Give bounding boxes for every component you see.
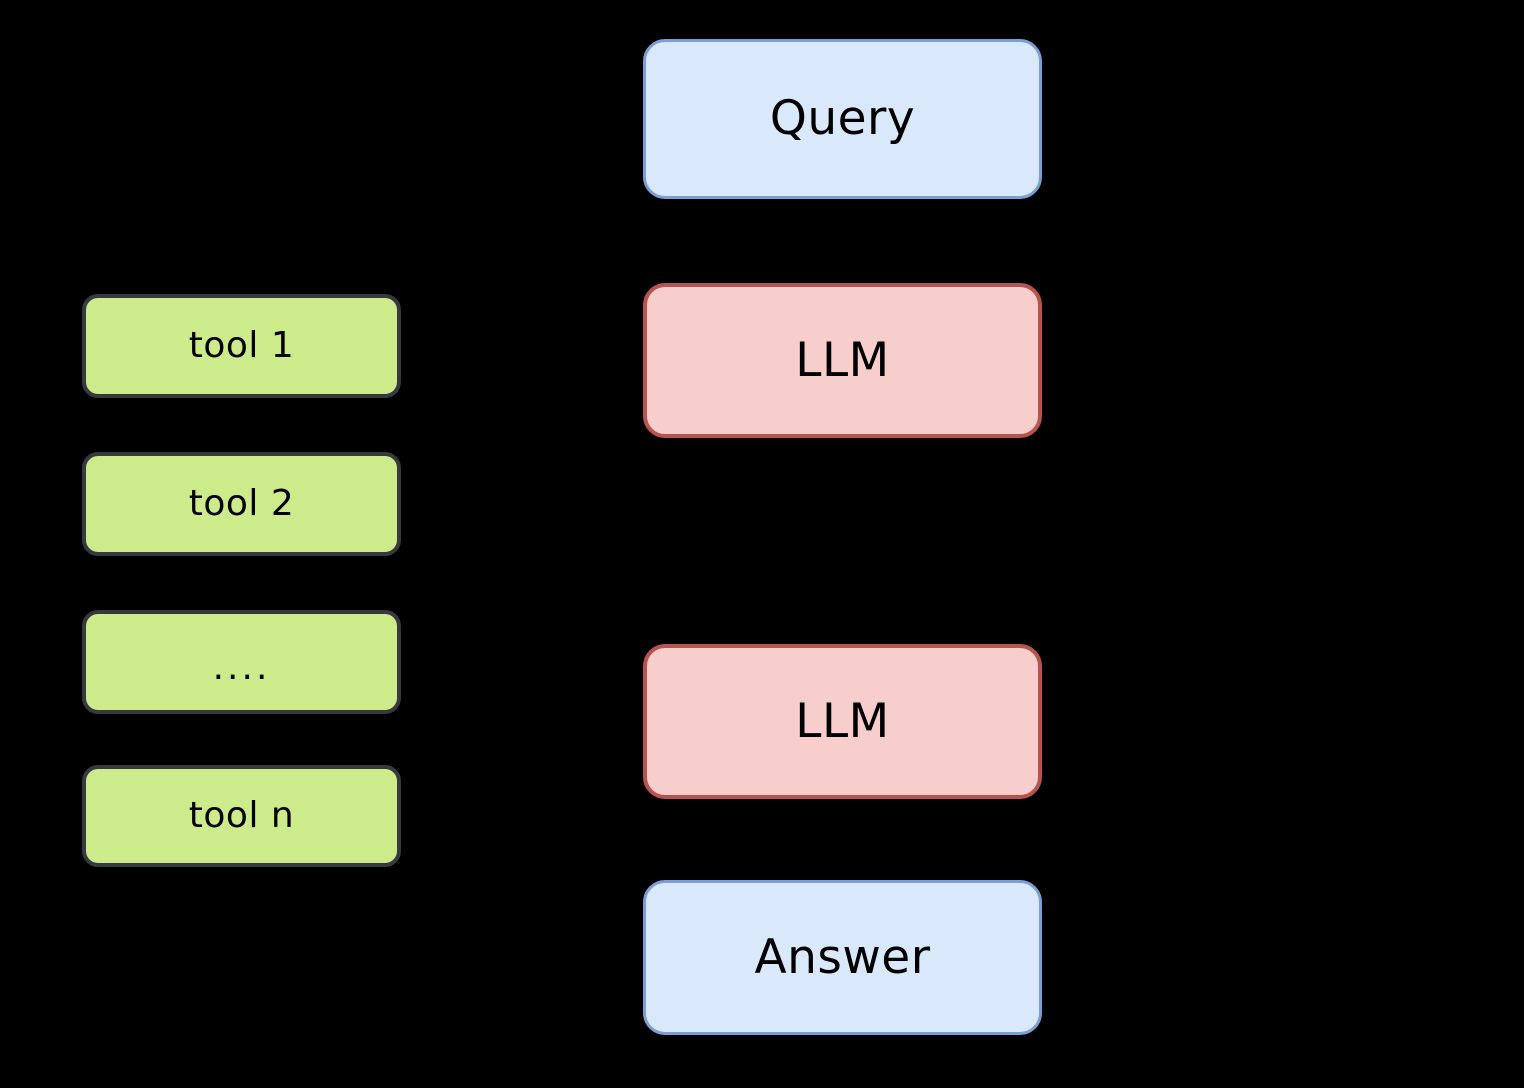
llm-node-1[interactable]: LLM [643, 283, 1042, 438]
tool-node-n[interactable]: tool n [82, 765, 401, 867]
tool-node-2-label: tool 2 [188, 483, 295, 525]
query-node[interactable]: Query [643, 39, 1042, 199]
tool-node-1-label: tool 1 [188, 325, 295, 367]
tool-node-ellipsis[interactable]: .... [82, 610, 401, 714]
tool-node-n-label: tool n [188, 795, 295, 837]
llm-node-1-label: LLM [795, 332, 890, 388]
tool-node-1[interactable]: tool 1 [82, 294, 401, 398]
answer-node[interactable]: Answer [643, 880, 1042, 1035]
llm-node-2[interactable]: LLM [643, 644, 1042, 799]
llm-node-2-label: LLM [795, 693, 890, 749]
tool-node-2[interactable]: tool 2 [82, 452, 401, 556]
query-node-label: Query [769, 91, 916, 147]
tool-node-ellipsis-label: .... [212, 647, 271, 689]
answer-node-label: Answer [754, 929, 931, 985]
